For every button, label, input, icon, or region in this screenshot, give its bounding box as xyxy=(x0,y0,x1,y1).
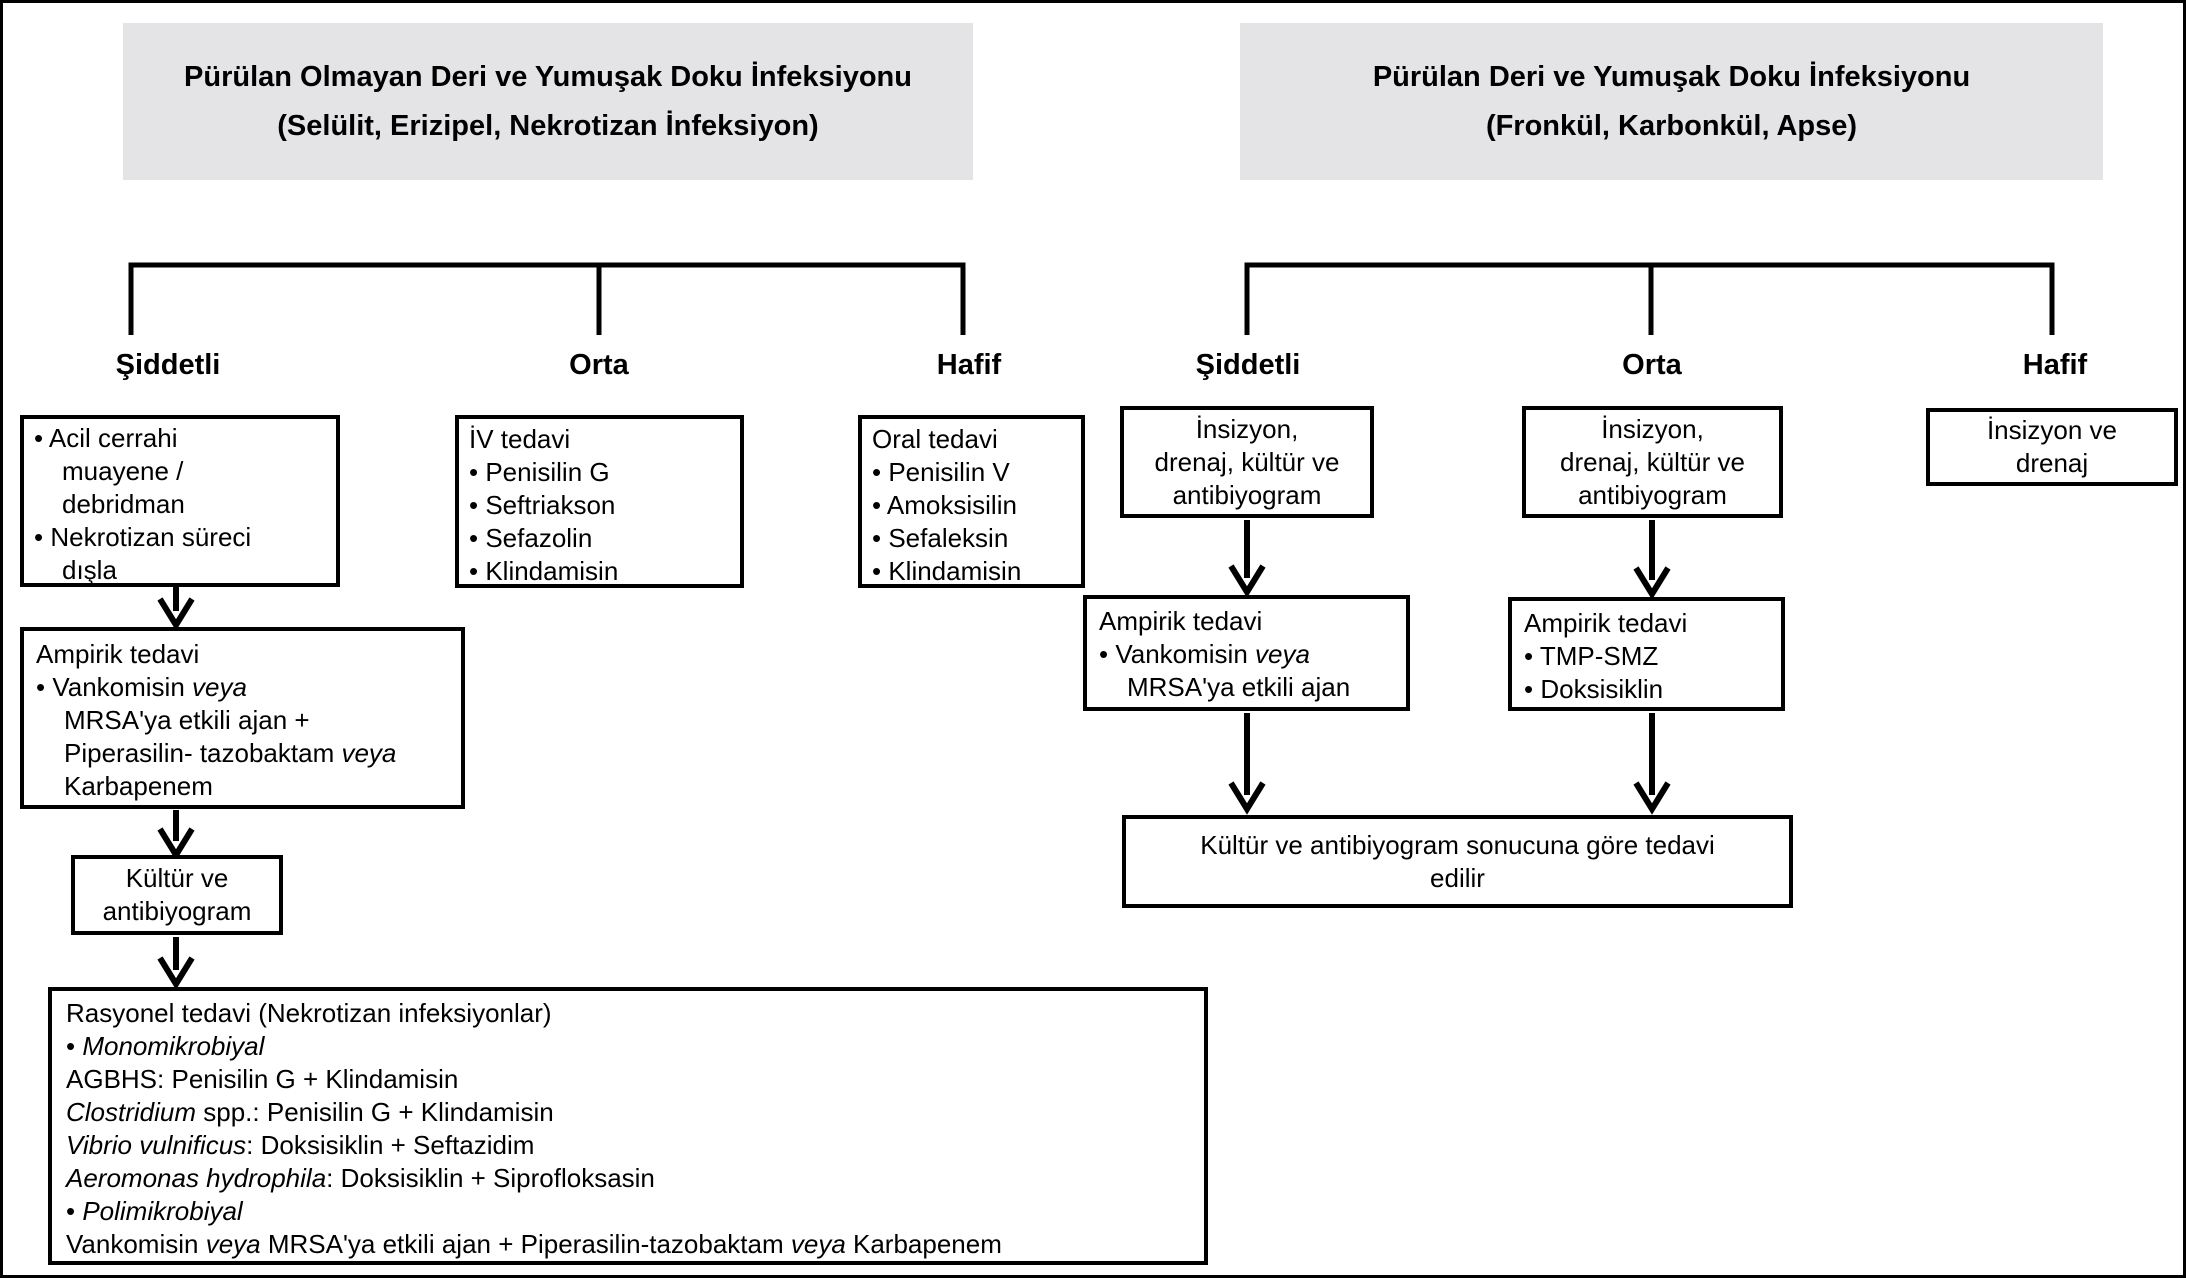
box-line: Vibrio vulnificus: Doksisiklin + Seftazi… xyxy=(66,1130,535,1160)
box-line: • Seftriakson xyxy=(469,490,616,520)
arrow-left-severe-to-empiric xyxy=(157,587,195,631)
arrow-right-moderate-empiric-to-result xyxy=(1633,713,1671,815)
box-line: • Nekrotizan süreci xyxy=(34,522,252,552)
severity-label-right-mild: Hafif xyxy=(2022,349,2088,381)
bullet-glyph: • xyxy=(872,457,889,487)
box-line: muayene / xyxy=(62,456,184,486)
bullet-glyph: • xyxy=(469,556,486,586)
severity-label-right-moderate: Orta xyxy=(1622,349,1682,381)
box-line: antibiyogram xyxy=(1172,479,1322,510)
bullet-glyph: • xyxy=(469,523,486,553)
severity-label-left-mild: Hafif xyxy=(936,349,1002,381)
box-line: İnsizyon ve xyxy=(1986,415,2118,445)
box-line: Rasyonel tedavi (Nekrotizan infeksiyonla… xyxy=(66,998,552,1028)
box-line: • Sefazolin xyxy=(469,523,593,553)
box-line: • TMP-SMZ xyxy=(1524,641,1659,671)
header-purulent: Pürülan Deri ve Yumuşak Doku İnfeksiyonu… xyxy=(1240,23,2103,180)
header-nonpurulent-title: Pürülan Olmayan Deri ve Yumuşak Doku İnf… xyxy=(184,60,912,93)
bullet-glyph: • xyxy=(872,556,889,586)
box-culture-result-treatment: Kültür ve antibiyogram sonucuna göre ted… xyxy=(1122,815,1793,908)
left-bracket-line xyxy=(128,262,966,335)
box-line: İnsizyon, xyxy=(1195,413,1299,444)
arrow-culture-to-rational xyxy=(157,937,195,990)
bullet-glyph: • xyxy=(34,522,51,552)
box-line: • Sefaleksin xyxy=(872,523,1009,553)
box-line: İV tedavi xyxy=(469,424,571,454)
box-line: • Vankomisin veya xyxy=(1099,639,1310,669)
box-line: debridman xyxy=(62,489,185,519)
box-line: MRSA'ya etkili ajan + xyxy=(64,705,310,735)
box-line: Ampirik tedavi xyxy=(36,639,200,669)
bullet-glyph: • xyxy=(34,423,49,453)
box-line: • Polimikrobiyal xyxy=(66,1196,243,1226)
box-line: edilir xyxy=(1430,862,1485,893)
header-purulent-title: Pürülan Deri ve Yumuşak Doku İnfeksiyonu xyxy=(1372,60,1971,93)
severity-label-left-severe: Şiddetli xyxy=(115,349,221,381)
bullet-glyph: • xyxy=(469,490,486,520)
box-line: • Doksisiklin xyxy=(1524,674,1664,704)
bullet-glyph: • xyxy=(66,1031,83,1061)
bullet-glyph: • xyxy=(1524,641,1540,671)
bullet-glyph: • xyxy=(872,523,889,553)
box-line: Ampirik tedavi xyxy=(1099,606,1263,636)
box-line: drenaj xyxy=(2015,448,2089,478)
bullet-glyph: • xyxy=(872,490,887,520)
box-left-moderate-iv-treatment: İV tedavi• Penisilin G• Seftriakson• Sef… xyxy=(455,415,744,588)
box-line: AGBHS: Penisilin G + Klindamisin xyxy=(66,1064,459,1094)
box-line: antibiyogram xyxy=(1578,479,1727,510)
box-rational-treatment: Rasyonel tedavi (Nekrotizan infeksiyonla… xyxy=(48,987,1208,1265)
box-line: drenaj, kültür ve xyxy=(1154,446,1340,477)
arrow-empiric-to-culture xyxy=(157,810,195,861)
box-line: • Monomikrobiyal xyxy=(66,1031,265,1061)
box-line: • Penisilin V xyxy=(872,457,1010,487)
box-line: Karbapenem xyxy=(64,771,213,801)
arrow-right-severe-empiric-to-result xyxy=(1228,713,1266,815)
box-line: Kültür ve xyxy=(125,863,229,893)
bullet-glyph: • xyxy=(66,1196,83,1226)
box-line: dışla xyxy=(62,555,117,585)
box-line: • Penisilin G xyxy=(469,457,610,487)
box-line: • Klindamisin xyxy=(469,556,619,586)
box-line: • Amoksisilin xyxy=(872,490,1017,520)
box-line: Vankomisin veya MRSA'ya etkili ajan + Pi… xyxy=(66,1229,1002,1259)
box-line: MRSA'ya etkili ajan xyxy=(1127,672,1351,702)
box-line: drenaj, kültür ve xyxy=(1560,446,1745,477)
box-left-mild-oral-treatment: Oral tedavi• Penisilin V• Amoksisilin• S… xyxy=(858,415,1085,588)
box-line: Ampirik tedavi xyxy=(1524,608,1688,638)
header-purulent-subtitle: (Fronkül, Karbonkül, Apse) xyxy=(1485,109,1858,142)
severity-label-left-moderate: Orta xyxy=(569,349,629,381)
box-line: Clostridium spp.: Penisilin G + Klindami… xyxy=(66,1097,554,1127)
box-line: • Klindamisin xyxy=(872,556,1022,586)
arrow-right-moderate-to-empiric xyxy=(1633,520,1671,600)
bullet-glyph: • xyxy=(36,672,53,702)
bullet-glyph: • xyxy=(1099,639,1116,669)
box-right-moderate-empiric: Ampirik tedavi• TMP-SMZ• Doksisiklin xyxy=(1508,597,1785,711)
box-line: Aeromonas hydrophila: Doksisiklin + Sipr… xyxy=(66,1163,655,1193)
right-bracket-line xyxy=(1244,262,2055,335)
bullet-glyph: • xyxy=(1524,674,1541,704)
severity-label-right-severe: Şiddetli xyxy=(1195,349,1301,381)
arrow-right-severe-to-empiric xyxy=(1228,520,1266,598)
header-nonpurulent-subtitle: (Selülit, Erizipel, Nekrotizan İnfeksiyo… xyxy=(277,109,819,142)
box-line: • Acil cerrahi xyxy=(34,423,178,453)
box-line: Piperasilin- tazobaktam veya xyxy=(64,738,397,768)
bullet-glyph: • xyxy=(469,457,486,487)
box-line: Oral tedavi xyxy=(872,424,998,454)
header-nonpurulent: Pürülan Olmayan Deri ve Yumuşak Doku İnf… xyxy=(123,23,973,180)
box-line: • Vankomisin veya xyxy=(36,672,247,702)
connector-lines xyxy=(128,262,2055,990)
box-line: Kültür ve antibiyogram sonucuna göre ted… xyxy=(1200,829,1715,860)
box-line: İnsizyon, xyxy=(1601,413,1704,444)
box-line: antibiyogram xyxy=(102,896,252,926)
